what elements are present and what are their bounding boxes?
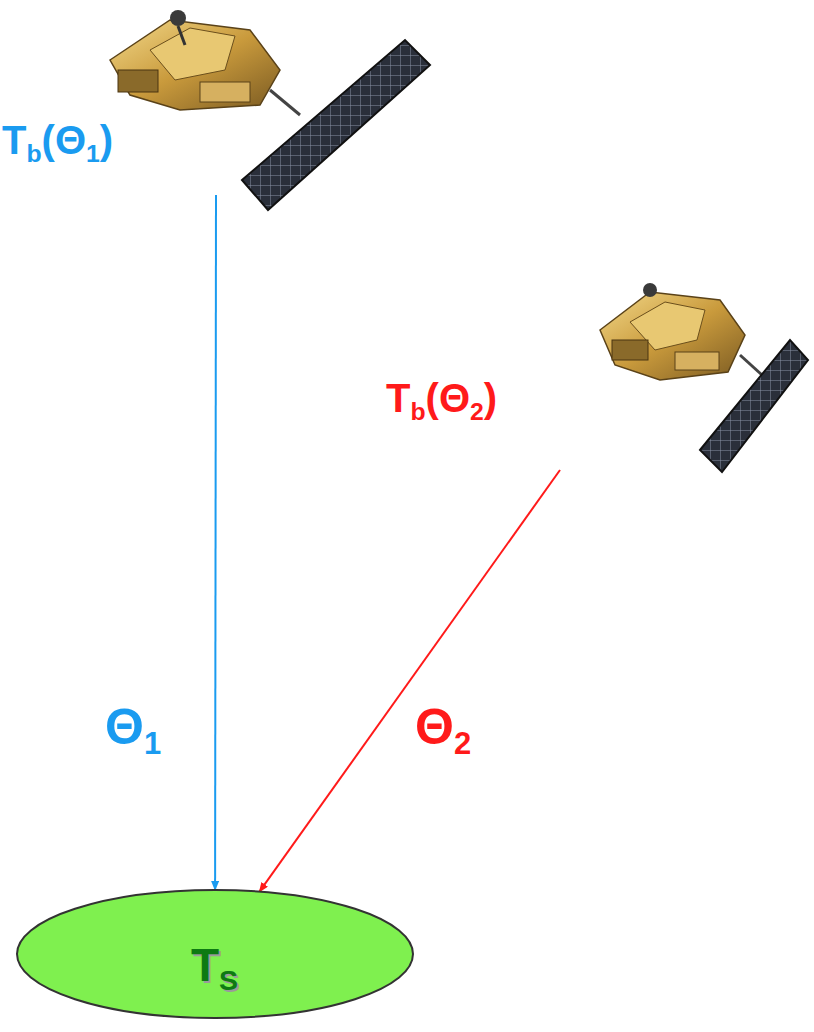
brightness-temperature-label: Tb(Θ2) — [386, 376, 497, 425]
view-ray — [259, 470, 560, 892]
view-ray — [214, 195, 217, 890]
angle-label: Θ2 — [415, 700, 471, 761]
brightness-temperature-label: Tb(Θ1) — [2, 118, 113, 167]
satellite-node: Tb(Θ1) — [0, 0, 440, 195]
angle-label: Θ1 — [105, 700, 161, 761]
ground-ellipse: TS — [15, 888, 415, 1020]
satellite-node: Tb(Θ2) — [380, 280, 810, 470]
satellite-2 — [600, 283, 808, 472]
satellite-1 — [110, 10, 430, 210]
surface-temperature-label: TS — [191, 940, 238, 996]
